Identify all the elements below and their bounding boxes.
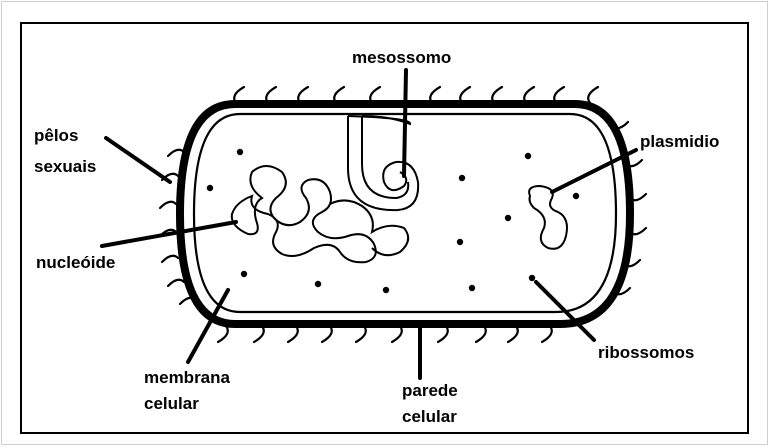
label-mesossomo: mesossomo — [352, 47, 451, 68]
ribosomes — [207, 149, 579, 293]
pilus — [588, 87, 598, 103]
label-parede-line2: celular — [402, 406, 457, 427]
leader-pelos — [106, 138, 170, 182]
pilus — [288, 326, 298, 342]
pilus — [168, 280, 184, 286]
label-ribossomos: ribossomos — [598, 342, 694, 363]
pilus — [322, 326, 332, 342]
label-membrana-line2: celular — [144, 393, 199, 414]
pilus — [356, 326, 366, 342]
label-membrana-line1: membrana — [144, 367, 230, 388]
pilus — [254, 326, 264, 342]
leader-nucleoide — [102, 222, 236, 246]
plasmid — [529, 186, 567, 249]
pilus — [392, 326, 402, 342]
pilus — [476, 326, 486, 342]
leader-mesossomo — [404, 70, 406, 176]
label-pelos-line2: sexuais — [34, 156, 96, 177]
nucleoid — [232, 166, 376, 262]
pilus — [160, 202, 176, 208]
label-parede-line1: parede — [402, 380, 458, 401]
pilus — [162, 256, 178, 262]
pilus — [508, 326, 518, 342]
pilus — [542, 326, 552, 342]
pilus — [438, 326, 448, 342]
label-pelos-line1: pêlos — [34, 125, 78, 146]
pilus — [218, 326, 228, 342]
label-nucleoide: nucleóide — [36, 252, 115, 273]
label-plasmidio: plasmidio — [640, 131, 719, 152]
